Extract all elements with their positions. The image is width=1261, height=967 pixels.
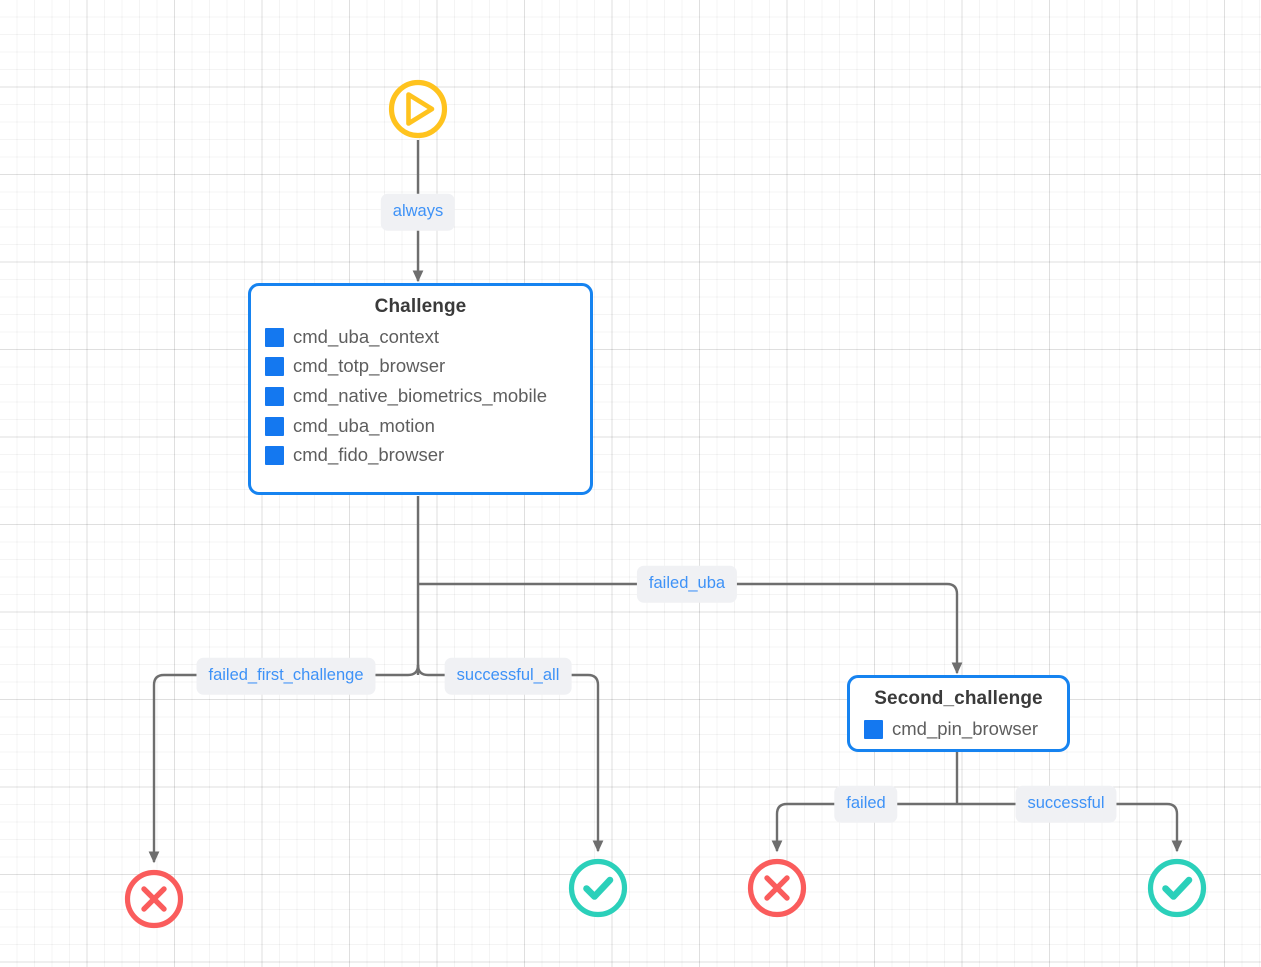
end-node-failure-second[interactable] (746, 857, 808, 919)
edge-label-successful-all[interactable]: successful_all (444, 657, 572, 695)
item-swatch-icon (265, 386, 284, 406)
edge-label-failed[interactable]: failed (834, 785, 898, 823)
list-item-label: cmd_uba_context (293, 325, 440, 347)
edge-label-successful[interactable]: successful (1015, 785, 1117, 823)
node-second-challenge-items: cmd_pin_browser (864, 715, 1053, 744)
check-circle-icon (568, 858, 628, 918)
check-circle-icon (1147, 858, 1207, 918)
item-swatch-icon (265, 357, 284, 377)
node-second-challenge[interactable]: Second_challenge cmd_pin_browser (847, 675, 1070, 752)
list-item[interactable]: cmd_pin_browser (864, 715, 1053, 744)
list-item-label: cmd_totp_browser (293, 355, 446, 377)
item-swatch-icon (265, 327, 284, 347)
node-challenge[interactable]: Challenge cmd_uba_context cmd_totp_brows… (248, 283, 593, 495)
edge-label-failed-uba[interactable]: failed_uba (636, 565, 738, 603)
edge-label-always[interactable]: always (380, 193, 456, 231)
list-item[interactable]: cmd_native_biometrics_mobile (265, 382, 576, 411)
x-circle-icon (124, 869, 184, 929)
list-item-label: cmd_native_biometrics_mobile (293, 385, 547, 407)
list-item-label: cmd_uba_motion (293, 414, 435, 436)
start-node[interactable] (387, 78, 449, 140)
node-second-challenge-title: Second_challenge (874, 688, 1043, 709)
item-swatch-icon (864, 719, 883, 739)
x-circle-icon (747, 858, 807, 918)
list-item-label: cmd_pin_browser (892, 717, 1039, 739)
list-item[interactable]: cmd_uba_context (265, 323, 576, 352)
node-challenge-items: cmd_uba_context cmd_totp_browser cmd_nat… (265, 323, 576, 470)
list-item-label: cmd_fido_browser (293, 444, 445, 466)
edge-failed-first-challenge (148, 664, 420, 864)
end-node-failure-first[interactable] (123, 868, 185, 930)
play-circle-icon (388, 79, 448, 139)
list-item[interactable]: cmd_uba_motion (265, 412, 576, 441)
list-item[interactable]: cmd_totp_browser (265, 352, 576, 381)
item-swatch-icon (265, 416, 284, 436)
list-item[interactable]: cmd_fido_browser (265, 441, 576, 470)
end-node-success-all[interactable] (567, 857, 629, 919)
end-node-success-second[interactable] (1146, 857, 1208, 919)
node-challenge-title: Challenge (374, 296, 467, 317)
item-swatch-icon (265, 446, 284, 466)
edge-label-failed-first-challenge[interactable]: failed_first_challenge (196, 657, 376, 695)
